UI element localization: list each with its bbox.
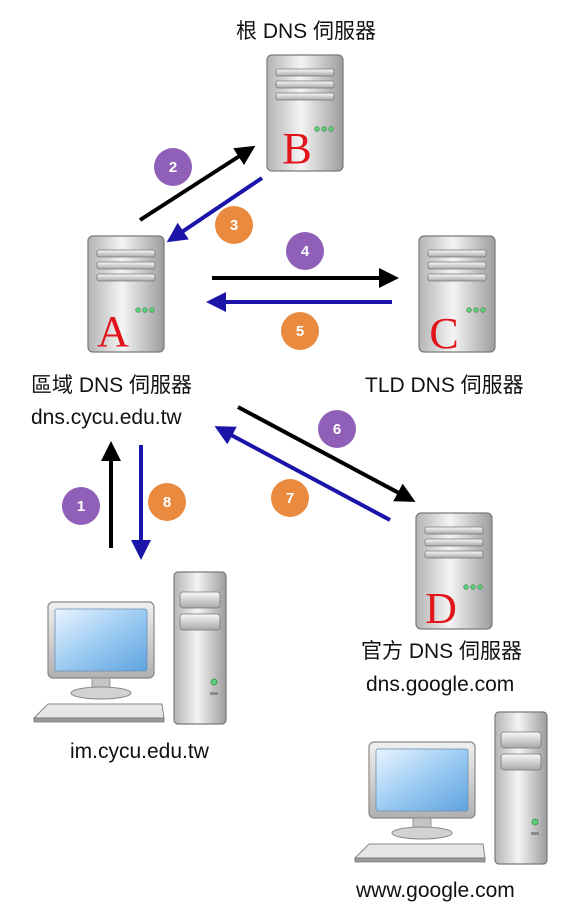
svg-text:4: 4 [301,243,310,260]
root-server-caption: 根 DNS 伺服器 [235,20,377,43]
svg-text:6: 6 [333,421,341,438]
step-badge-6: 6 [318,410,356,448]
authoritative-server-caption: 官方 DNS 伺服器 [361,640,523,663]
target-host-name: www.google.com [356,879,515,902]
arrow-step-7-reply [214,426,391,522]
step-badge-2: 2 [154,148,192,186]
svg-text:7: 7 [286,490,294,507]
svg-text:5: 5 [296,323,304,340]
arrow-step-2-query [138,145,256,222]
step-badge-3: 3 [215,206,253,244]
authoritative-dns-server: D [415,512,493,633]
root-dns-server: B [266,54,344,173]
target-computer-icon [354,711,548,865]
svg-text:8: 8 [163,494,171,511]
authoritative-server-letter: D [425,584,457,633]
tld-server-caption: TLD DNS 伺服器 [365,374,524,397]
svg-text:2: 2 [169,159,177,176]
step-badge-7: 7 [271,479,309,517]
svg-text:1: 1 [77,498,85,515]
step-badge-4: 4 [286,232,324,270]
step-badge-1: 1 [62,487,100,525]
arrow-step-6-query [237,405,416,502]
local-server-host: dns.cycu.edu.tw [31,406,182,429]
step-badge-5: 5 [281,312,319,350]
root-server-letter: B [282,124,311,173]
step-badge-8: 8 [148,483,186,521]
tld-dns-server: C [418,235,496,358]
arrow-step-3-reply [166,176,264,243]
tld-server-letter: C [429,309,458,358]
local-server-caption: 區域 DNS 伺服器 [31,374,193,397]
local-dns-server: A [87,235,165,356]
svg-text:3: 3 [230,217,238,234]
authoritative-server-host: dns.google.com [366,673,515,696]
client-computer-icon [33,571,227,725]
client-host-name: im.cycu.edu.tw [70,740,209,763]
local-server-letter: A [97,307,129,356]
